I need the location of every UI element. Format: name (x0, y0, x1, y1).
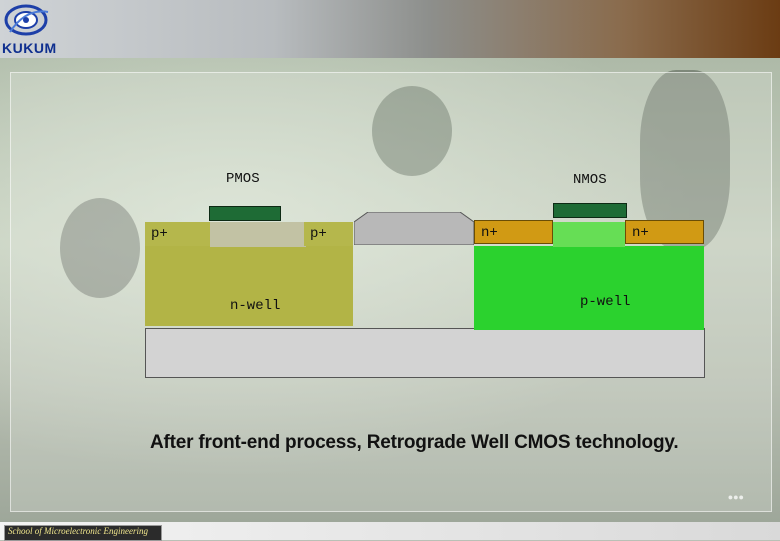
nmos-label: NMOS (573, 172, 607, 188)
field-oxide (354, 212, 474, 245)
footer-text: School of Microelectronic Engineering (8, 526, 149, 536)
logo-text: KUKUM (2, 40, 57, 56)
pmos-drain: p+ (304, 222, 353, 246)
pmos-gate (209, 206, 281, 221)
pmos-source: p+ (145, 222, 210, 246)
p-well-label: p-well (580, 294, 631, 310)
pmos-channel (210, 222, 306, 247)
header-banner (0, 0, 780, 58)
nmos-channel (553, 222, 625, 247)
pmos-label: PMOS (226, 171, 260, 187)
nmos-gate (553, 203, 627, 218)
n-well-region (145, 246, 353, 326)
footer-bar (0, 522, 780, 540)
n-well-label: n-well (230, 298, 281, 314)
substrate (145, 328, 705, 378)
nmos-drain: n+ (625, 220, 704, 244)
university-logo-icon (4, 4, 49, 36)
capacitor-shape (60, 198, 140, 298)
watermark: ●●● (727, 492, 744, 502)
capacitor-shape (372, 86, 452, 176)
slide-caption: After front-end process, Retrograde Well… (150, 432, 679, 453)
p-well-region (474, 246, 704, 330)
nmos-source: n+ (474, 220, 553, 244)
